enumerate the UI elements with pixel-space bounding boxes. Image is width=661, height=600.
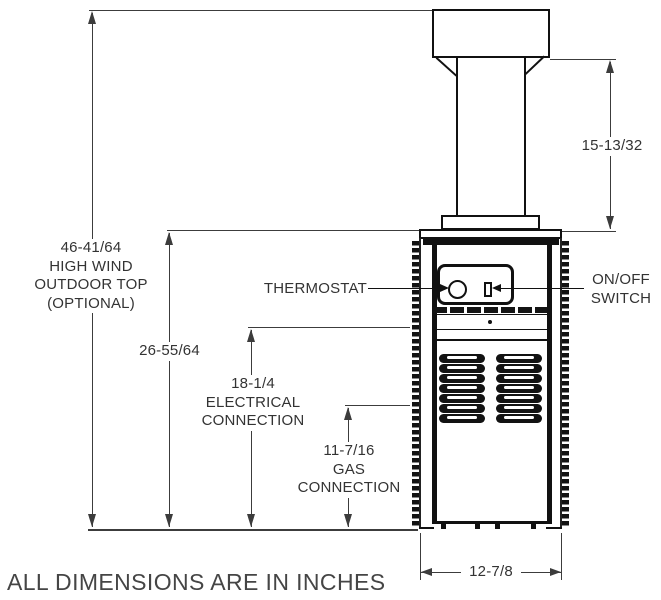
arrow-right-icon <box>550 568 561 576</box>
gas-connection-label: 11-7/16 GAS CONNECTION <box>292 442 406 498</box>
ground-baseline <box>88 529 418 531</box>
corrugated-edge-right <box>562 241 569 527</box>
cabinet-top-band <box>423 239 559 245</box>
cabinet-wall-right <box>547 245 552 524</box>
ref-line-vent-top <box>550 59 616 60</box>
arrow-up-icon <box>165 232 173 245</box>
corrugated-edge-left <box>412 241 419 527</box>
dimension-value: 12-7/8 <box>469 563 513 580</box>
louver-column <box>496 354 542 424</box>
arrow-up-icon <box>88 11 96 24</box>
thermostat-arrow-icon <box>440 284 449 292</box>
units-footnote: ALL DIMENSIONS ARE IN INCHES <box>7 569 386 595</box>
cabinet-height-label: 26-55/64 <box>132 342 207 361</box>
arrow-down-icon <box>247 514 255 527</box>
louver <box>496 384 542 393</box>
outdoor-top-label: 46-41/64 HIGH WIND OUTDOOR TOP (OPTIONAL… <box>18 239 164 313</box>
cabinet-width-label: 12-7/8 <box>461 563 521 582</box>
callout-text: SWITCH <box>590 289 652 307</box>
vent-slot-strip <box>433 307 547 313</box>
louver <box>439 404 485 413</box>
dimension-text: CONNECTION <box>201 412 305 429</box>
vent-flare-right <box>524 55 545 75</box>
cabinet-bottom-line <box>432 521 552 524</box>
louver <box>439 384 485 393</box>
screw-dot <box>488 320 492 324</box>
dim-line-cabinet-height <box>169 233 170 527</box>
vent-flare-left <box>435 57 458 77</box>
louver <box>496 414 542 423</box>
vent-height-label: 15-13/32 <box>574 137 650 156</box>
cabinet-foot <box>531 524 536 529</box>
cabinet-shell-left-line <box>419 238 421 529</box>
dimension-value: 18-1/4 <box>231 375 275 392</box>
arrow-left-icon <box>421 568 432 576</box>
louver <box>439 354 485 363</box>
arrow-down-icon <box>88 514 96 527</box>
callout-text: ON/OFF <box>592 271 650 288</box>
cabinet-foot <box>495 524 500 529</box>
ref-line-gas <box>345 405 410 406</box>
arrow-up-icon <box>606 60 614 73</box>
vent-pipe-left-line <box>456 58 458 216</box>
shell-bottom-cap-left <box>419 527 434 529</box>
louver <box>496 374 542 383</box>
thermostat-label: THERMOSTAT <box>246 280 367 299</box>
arrow-up-icon <box>247 329 255 342</box>
ext-line-width-left <box>420 533 421 580</box>
dimension-text: CONNECTION <box>297 479 401 496</box>
electrical-connection-label: 18-1/4 ELECTRICAL CONNECTION <box>194 375 312 431</box>
switch-arrow-icon <box>492 284 501 292</box>
dimension-value: 46-41/64 <box>60 239 122 256</box>
ref-line-vent-bottom <box>562 231 616 232</box>
louver <box>496 394 542 403</box>
on-off-switch-toggle[interactable] <box>484 282 492 297</box>
arrow-down-icon <box>606 216 614 229</box>
thermostat-dial[interactable] <box>448 280 467 299</box>
panel-seam-line <box>433 339 547 341</box>
cabinet-wall-left <box>432 245 437 524</box>
louver <box>496 354 542 363</box>
switch-leader-line <box>501 288 586 289</box>
thermostat-leader-line <box>368 288 442 289</box>
louver <box>439 394 485 403</box>
ref-line-top <box>89 10 432 11</box>
louver-column <box>439 354 485 424</box>
ext-line-width-right <box>561 533 562 580</box>
control-panel <box>437 264 514 305</box>
vent-pipe-collar <box>441 215 540 230</box>
arrow-up-icon <box>344 407 352 420</box>
ref-line-cabinet-top <box>167 230 419 231</box>
louver <box>439 374 485 383</box>
dimension-value: 15-13/32 <box>581 137 643 154</box>
panel-seam-line <box>433 314 547 315</box>
louver <box>439 364 485 373</box>
louver <box>496 364 542 373</box>
vent-cap <box>432 9 550 58</box>
ref-line-electrical <box>248 327 410 328</box>
on-off-switch-label: ON/OFF SWITCH <box>584 271 658 308</box>
dimension-value: 11-7/16 <box>323 442 375 459</box>
dimension-text: ELECTRICAL <box>205 393 301 411</box>
arrow-down-icon <box>165 514 173 527</box>
vent-pipe-right-line <box>524 58 526 216</box>
cabinet-shell-right-line <box>560 238 562 529</box>
dimension-text: HIGH WIND <box>49 257 133 275</box>
louver <box>439 414 485 423</box>
dimension-value: 26-55/64 <box>139 342 200 359</box>
dimension-text: (OPTIONAL) <box>47 294 135 312</box>
dimension-text: GAS <box>332 460 366 478</box>
cabinet-top-plate <box>419 229 562 239</box>
arrow-down-icon <box>344 514 352 527</box>
cabinet-foot <box>475 524 480 529</box>
cabinet-foot <box>441 524 446 529</box>
dimension-text: OUTDOOR TOP <box>34 276 148 293</box>
panel-seam-line <box>433 329 547 330</box>
shell-bottom-cap-right <box>546 527 562 529</box>
louver <box>496 404 542 413</box>
